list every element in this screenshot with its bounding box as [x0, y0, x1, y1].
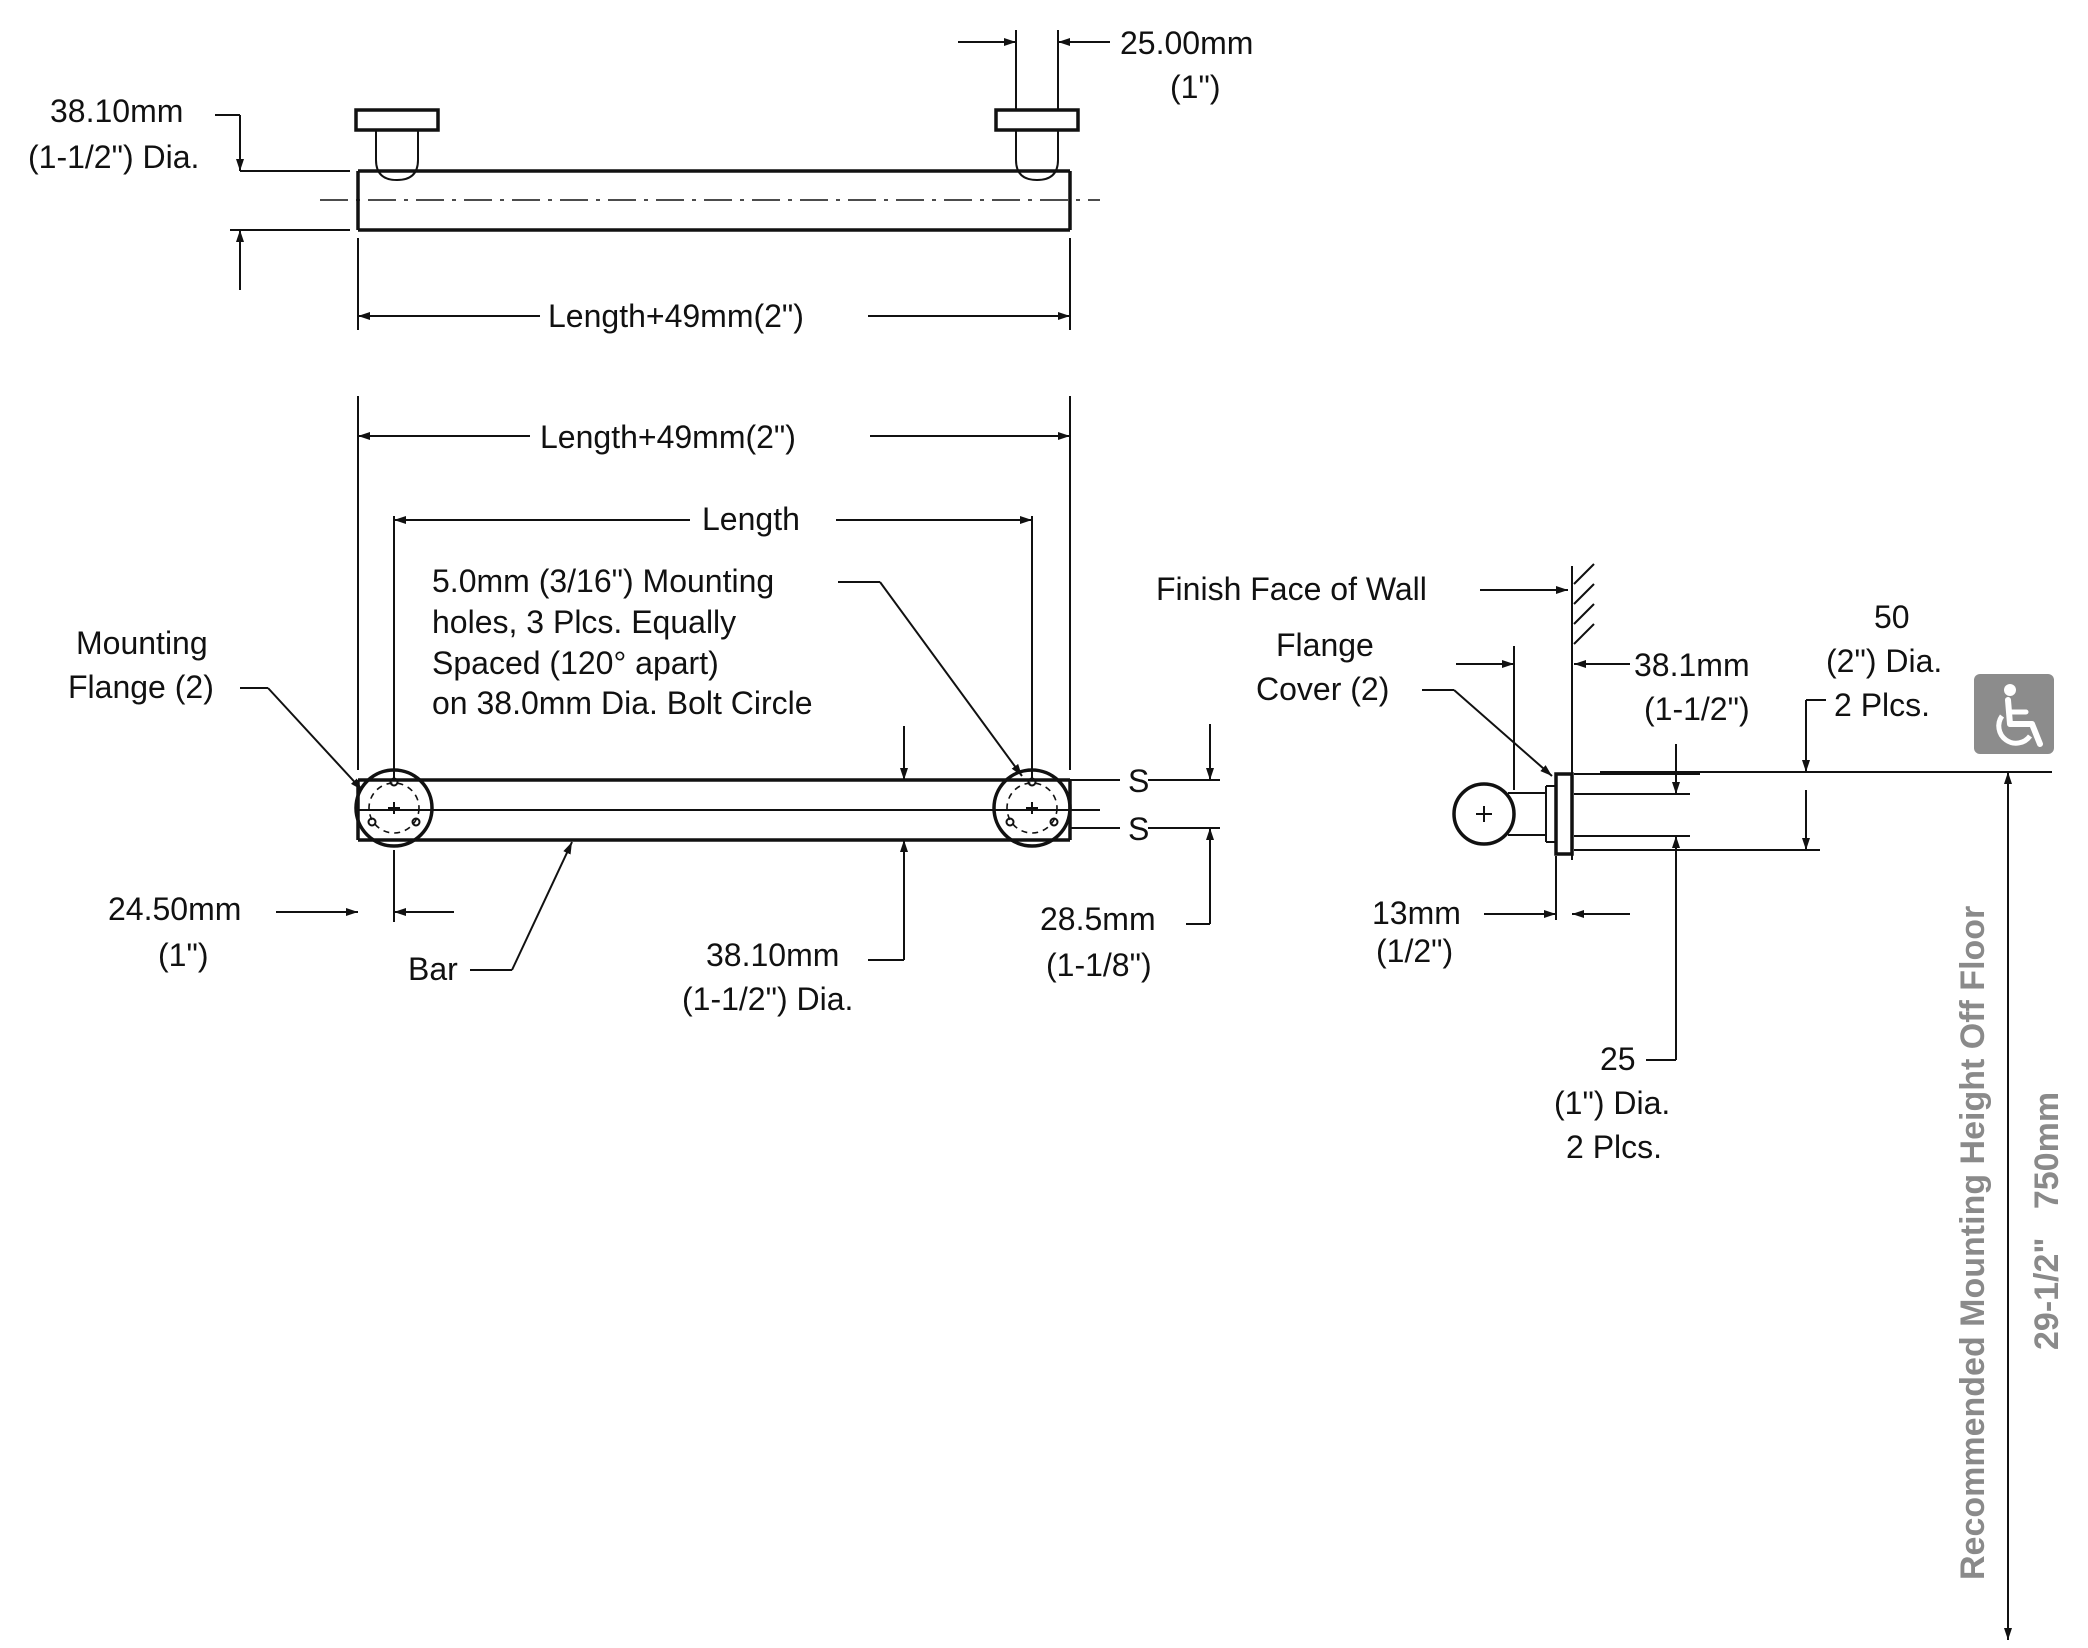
- projection-in-label: (1-1/2"): [1644, 691, 1750, 727]
- right-mounting-flange: [992, 768, 1072, 848]
- right-flange: [994, 108, 1080, 132]
- flange-offset-in-label: (1"): [158, 937, 208, 973]
- flange-thickness-label: 13mm: [1372, 895, 1461, 931]
- front-view: Length+49mm(2") Length 5.0mm (3/16") Mo: [68, 396, 1220, 1017]
- mounting-height-value: 29-1/2" 750mm: [2028, 1092, 2066, 1350]
- wall-hatch: [1573, 563, 1595, 645]
- holes-note-line-4: on 38.0mm Dia. Bolt Circle: [432, 685, 813, 721]
- bar-label: Bar: [408, 951, 458, 987]
- projection-label: 38.1mm: [1634, 647, 1750, 683]
- half-height-label: 28.5mm: [1040, 901, 1156, 937]
- flange-offset-label: 24.50mm: [108, 891, 241, 927]
- side-view: Finish Face of Wall Flange Cover (2) 38.…: [1156, 563, 2066, 1640]
- flange-cover-label-line-1: Flange: [1276, 627, 1374, 663]
- post-width-in-label: (1"): [1170, 69, 1220, 105]
- wall-label: Finish Face of Wall: [1156, 571, 1427, 607]
- holes-note-line-2: holes, 3 Plcs. Equally: [432, 604, 736, 640]
- left-mounting-flange: [354, 768, 434, 848]
- bar-section: [1452, 782, 1516, 846]
- flange-cover-label-line-2: Cover (2): [1256, 671, 1389, 707]
- left-flange: [354, 108, 440, 132]
- front-bar-dia-label: 38.10mm: [706, 937, 839, 973]
- mounting-height-label: Recommended Mounting Height Off Floor: [1954, 906, 1992, 1580]
- post-dia-line-3: 2 Plcs.: [1566, 1129, 1662, 1165]
- flange-dia-line-2: (2") Dia.: [1826, 643, 1942, 679]
- front-overall-length-label: Length+49mm(2"): [540, 419, 796, 455]
- flange-thickness-in-label: (1/2"): [1376, 933, 1453, 969]
- flange-label-line-2: Flange (2): [68, 669, 214, 705]
- post-dia-line-1: 25: [1600, 1041, 1636, 1077]
- centerline-mark-top: S: [1128, 763, 1149, 799]
- top-overall-length-label: Length+49mm(2"): [548, 298, 804, 334]
- wheelchair-icon: [1974, 674, 2054, 754]
- side-flange: [1554, 772, 1574, 856]
- flange-label-line-1: Mounting: [76, 625, 208, 661]
- flange-dia-line-3: 2 Plcs.: [1834, 687, 1930, 723]
- top-bar-dia-in-label: (1-1/2") Dia.: [28, 139, 199, 175]
- centerline-mark-bottom: S: [1128, 811, 1149, 847]
- top-bar-dia-label: 38.10mm: [50, 93, 183, 129]
- half-height-in-label: (1-1/8"): [1046, 947, 1152, 983]
- holes-note-line-3: Spaced (120° apart): [432, 645, 719, 681]
- front-bar-dia-in-label: (1-1/2") Dia.: [682, 981, 853, 1017]
- flange-dia-line-1: 50: [1874, 599, 1910, 635]
- top-view: 25.00mm (1") 38.10mm (1-1/2") Dia. Lengt…: [28, 25, 1253, 334]
- length-label: Length: [702, 501, 800, 537]
- post-width-label: 25.00mm: [1120, 25, 1253, 61]
- holes-note-line-1: 5.0mm (3/16") Mounting: [432, 563, 774, 599]
- post-dia-line-2: (1") Dia.: [1554, 1085, 1670, 1121]
